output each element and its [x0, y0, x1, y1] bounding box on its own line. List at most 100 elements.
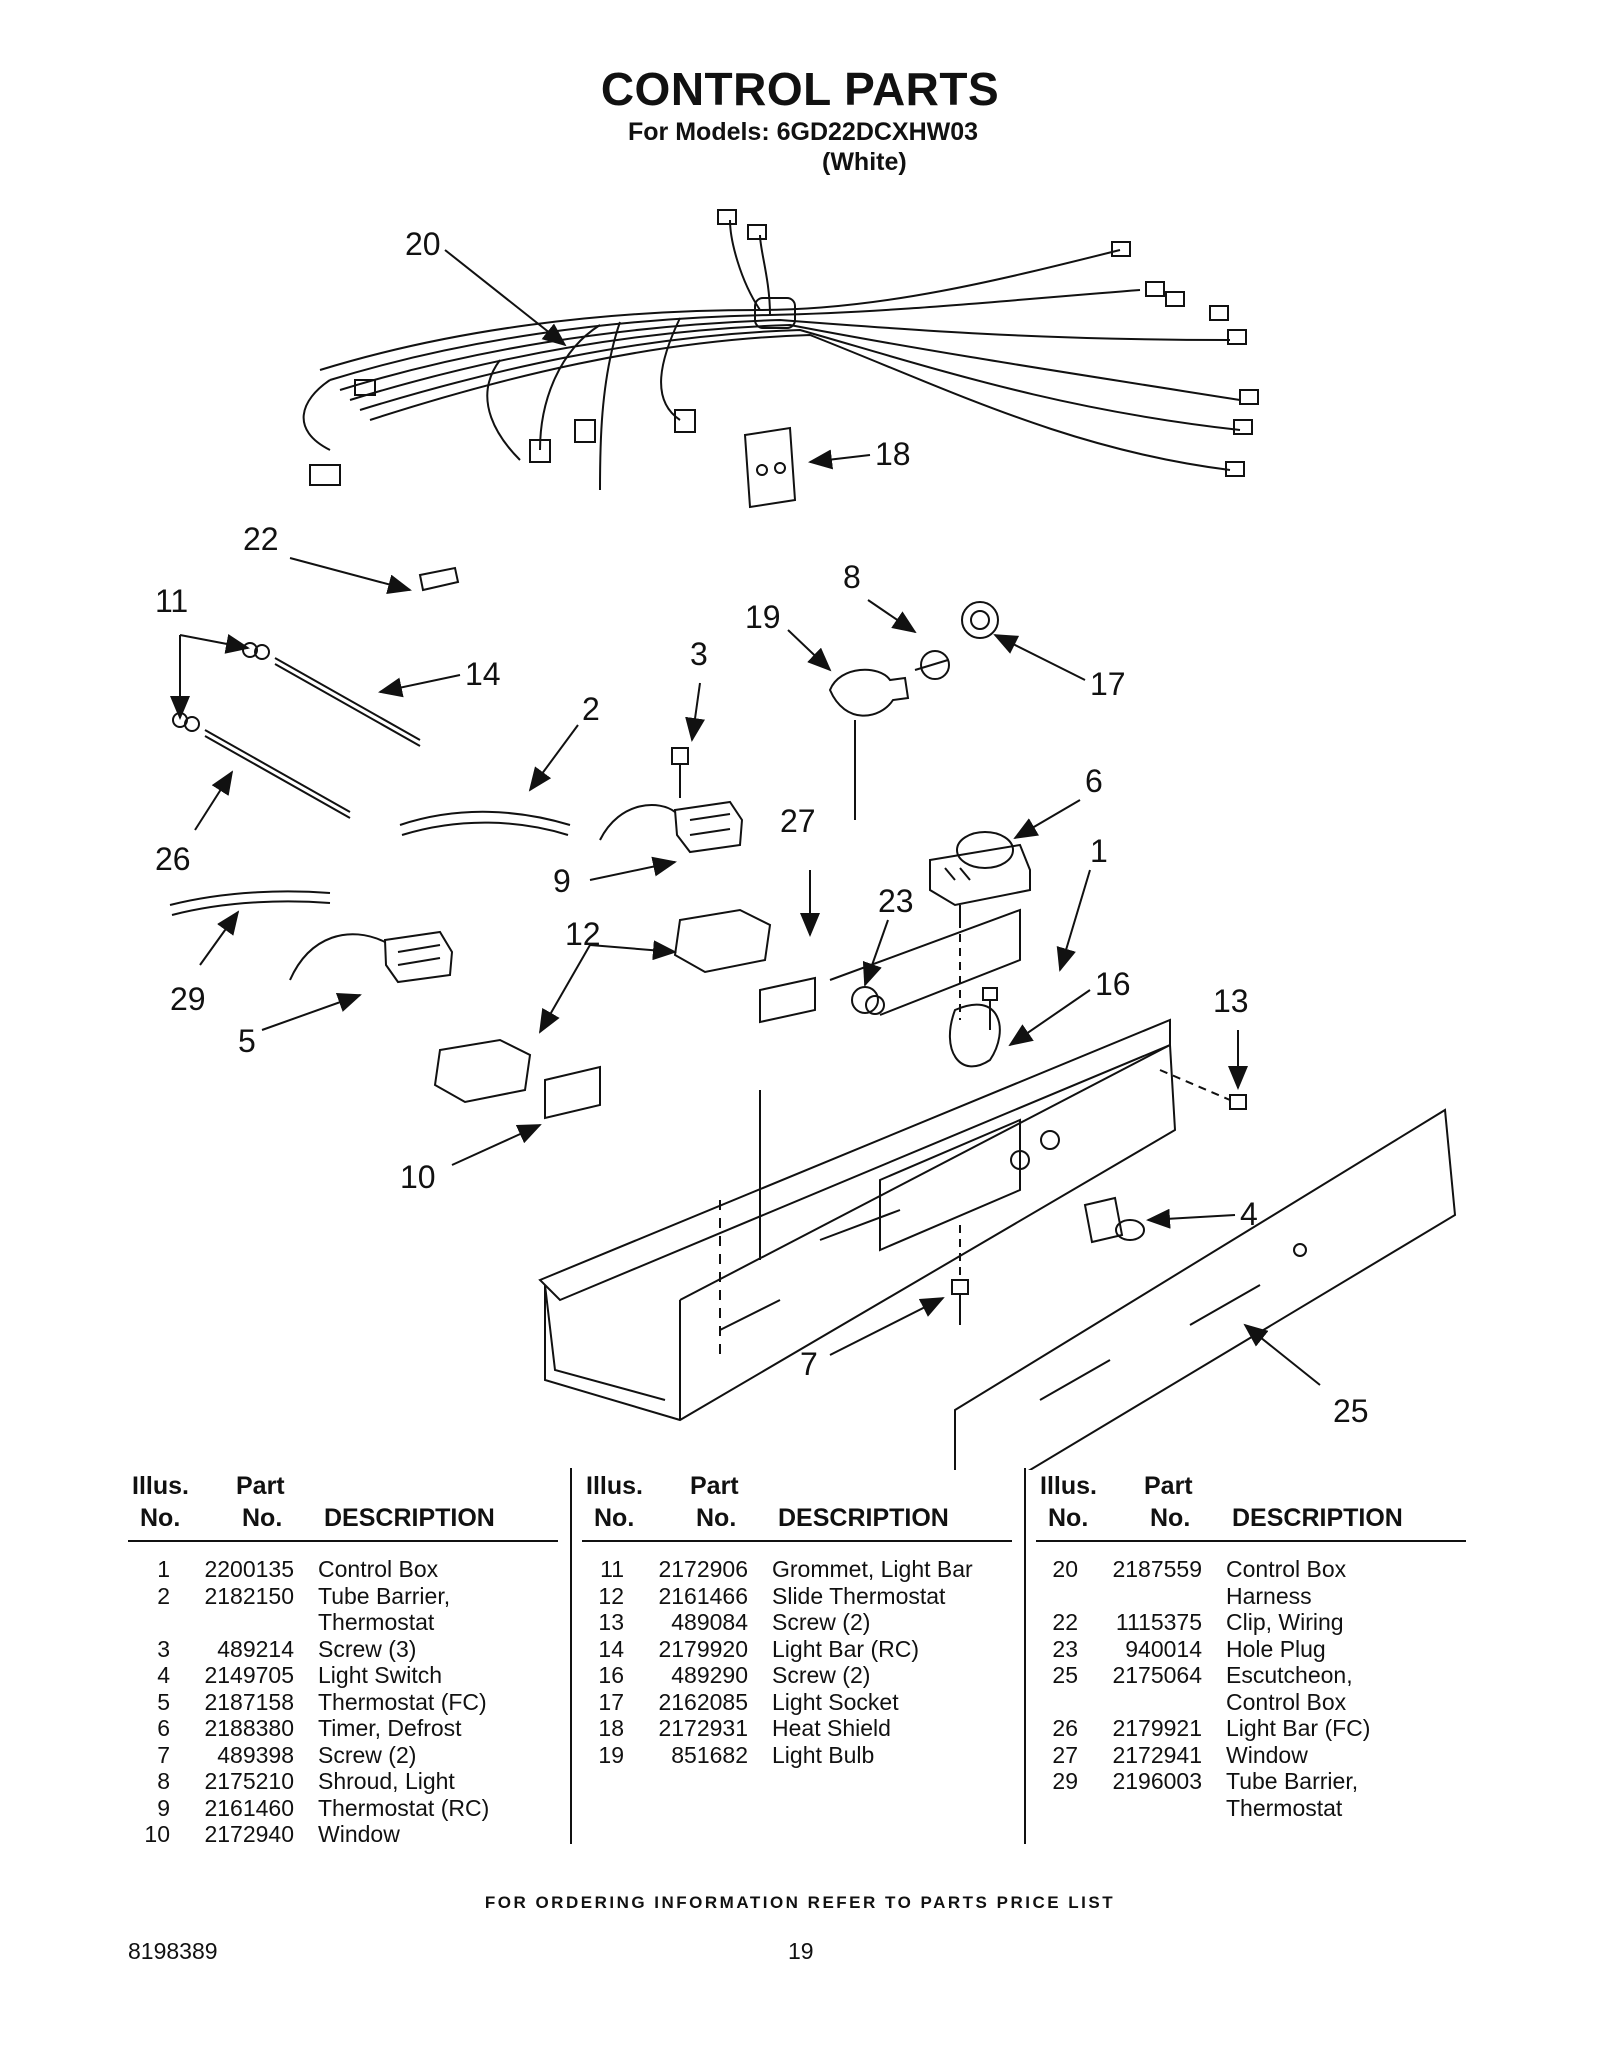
- callout-10: 10: [400, 1159, 436, 1195]
- illus-number: 8: [157, 1768, 170, 1794]
- thermostat-fc: [289, 930, 454, 984]
- callout-17: 17: [1090, 666, 1126, 702]
- screw-13: [1159, 1069, 1247, 1110]
- part-number: 851682: [671, 1741, 748, 1768]
- callout-1: 1: [1090, 833, 1108, 869]
- callout-2: 2: [582, 691, 600, 727]
- callout-14: 14: [465, 656, 501, 692]
- part-description: Tube Barrier, Thermostat: [1226, 1768, 1359, 1821]
- light-shroud: [914, 650, 950, 680]
- description-header: DESCRIPTION: [324, 1504, 495, 1532]
- callout-16: 16: [1095, 966, 1131, 1002]
- exploded-parts-diagram: 20 18 22 11 14 2 3 19 8 17 6 26 9 27 1 2…: [155, 209, 1457, 1470]
- part-header-1: Part: [236, 1472, 285, 1500]
- part-number: 489398: [217, 1741, 294, 1768]
- part-number: 2187158: [204, 1688, 294, 1715]
- part-description: Shroud, Light: [318, 1768, 455, 1794]
- illus-number: 11: [600, 1556, 624, 1582]
- escutcheon-control-box: [954, 1108, 1457, 1470]
- part-description: Slide Thermostat: [772, 1582, 946, 1609]
- callout-7: 7: [800, 1346, 818, 1382]
- illus-number: 1: [157, 1556, 170, 1582]
- part-number: 2172906: [658, 1556, 748, 1582]
- callout-6: 6: [1085, 763, 1103, 799]
- table-header: Illus. No. Part No. DESCRIPTION: [582, 1468, 1012, 1542]
- part-header-1: Part: [690, 1472, 739, 1500]
- callout-11: 11: [155, 583, 188, 619]
- illus-number: 19: [598, 1741, 624, 1768]
- color-line: (White): [822, 148, 907, 176]
- part-description: Light Bar (RC): [772, 1635, 919, 1662]
- part-description: Clip, Wiring: [1226, 1609, 1344, 1635]
- part-number: 2175210: [204, 1768, 294, 1794]
- window-10: [544, 1065, 601, 1120]
- light-bar-fc: [172, 712, 351, 819]
- part-description: Thermostat (FC): [318, 1688, 487, 1715]
- illus-number: 12: [598, 1582, 624, 1609]
- part-description: Light Switch: [318, 1662, 443, 1688]
- description-header: DESCRIPTION: [778, 1504, 949, 1532]
- illus-header-1: Illus.: [586, 1472, 643, 1500]
- table-row: 11 2172906 Grommet, Light Bar: [582, 1556, 1012, 1583]
- illus-number: 17: [598, 1688, 624, 1715]
- light-bulb: [828, 668, 910, 820]
- illus-number: 25: [1052, 1662, 1078, 1688]
- part-description: Grommet, Light Bar: [772, 1556, 973, 1582]
- illus-number: 26: [1052, 1715, 1078, 1741]
- part-number: 2172941: [1112, 1741, 1202, 1768]
- callout-9: 9: [553, 863, 571, 899]
- control-box-harness: [302, 209, 1259, 491]
- illus-number: 5: [157, 1688, 170, 1715]
- part-description: Screw (2): [318, 1741, 417, 1768]
- hole-plug: [851, 986, 885, 1015]
- defrost-timer: [929, 831, 1031, 1020]
- part-description: Window: [1226, 1741, 1308, 1768]
- document-number: 8198389: [128, 1938, 218, 1964]
- part-header-2: No.: [242, 1504, 283, 1532]
- part-description: Light Bar (FC): [1226, 1715, 1371, 1741]
- illus-number: 18: [598, 1715, 624, 1741]
- page-title: CONTROL PARTS: [600, 63, 1000, 115]
- tube-barrier-thermostat-29: [169, 890, 331, 916]
- illus-number: 4: [157, 1662, 170, 1688]
- table-row: 8 2175210 Shroud, Light: [128, 1768, 558, 1795]
- part-number: 2187559: [1112, 1556, 1202, 1582]
- illus-number: 29: [1052, 1768, 1078, 1794]
- callout-leaders: [170, 249, 1321, 1386]
- models-line: For Models: 6GD22DCXHW03: [628, 118, 979, 146]
- description-header: DESCRIPTION: [1232, 1504, 1403, 1532]
- illus-number: 14: [598, 1635, 624, 1662]
- part-header-2: No.: [1150, 1504, 1191, 1532]
- callout-26: 26: [155, 841, 191, 877]
- callout-25: 25: [1333, 1393, 1369, 1429]
- part-header-2: No.: [696, 1504, 737, 1532]
- table-row: 5 2187158 Thermostat (FC): [128, 1689, 558, 1716]
- callout-27: 27: [780, 803, 816, 839]
- light-socket: [961, 601, 999, 639]
- part-description: Thermostat (RC): [318, 1794, 490, 1821]
- column-divider: [1024, 1468, 1026, 1844]
- light-bar-rc: [242, 642, 421, 747]
- callout-12: 12: [565, 916, 601, 952]
- part-number: 489214: [217, 1635, 294, 1662]
- part-description: Hole Plug: [1226, 1635, 1326, 1662]
- callout-4: 4: [1240, 1196, 1258, 1232]
- screw-3: [671, 747, 689, 798]
- illus-header-2: No.: [594, 1504, 635, 1532]
